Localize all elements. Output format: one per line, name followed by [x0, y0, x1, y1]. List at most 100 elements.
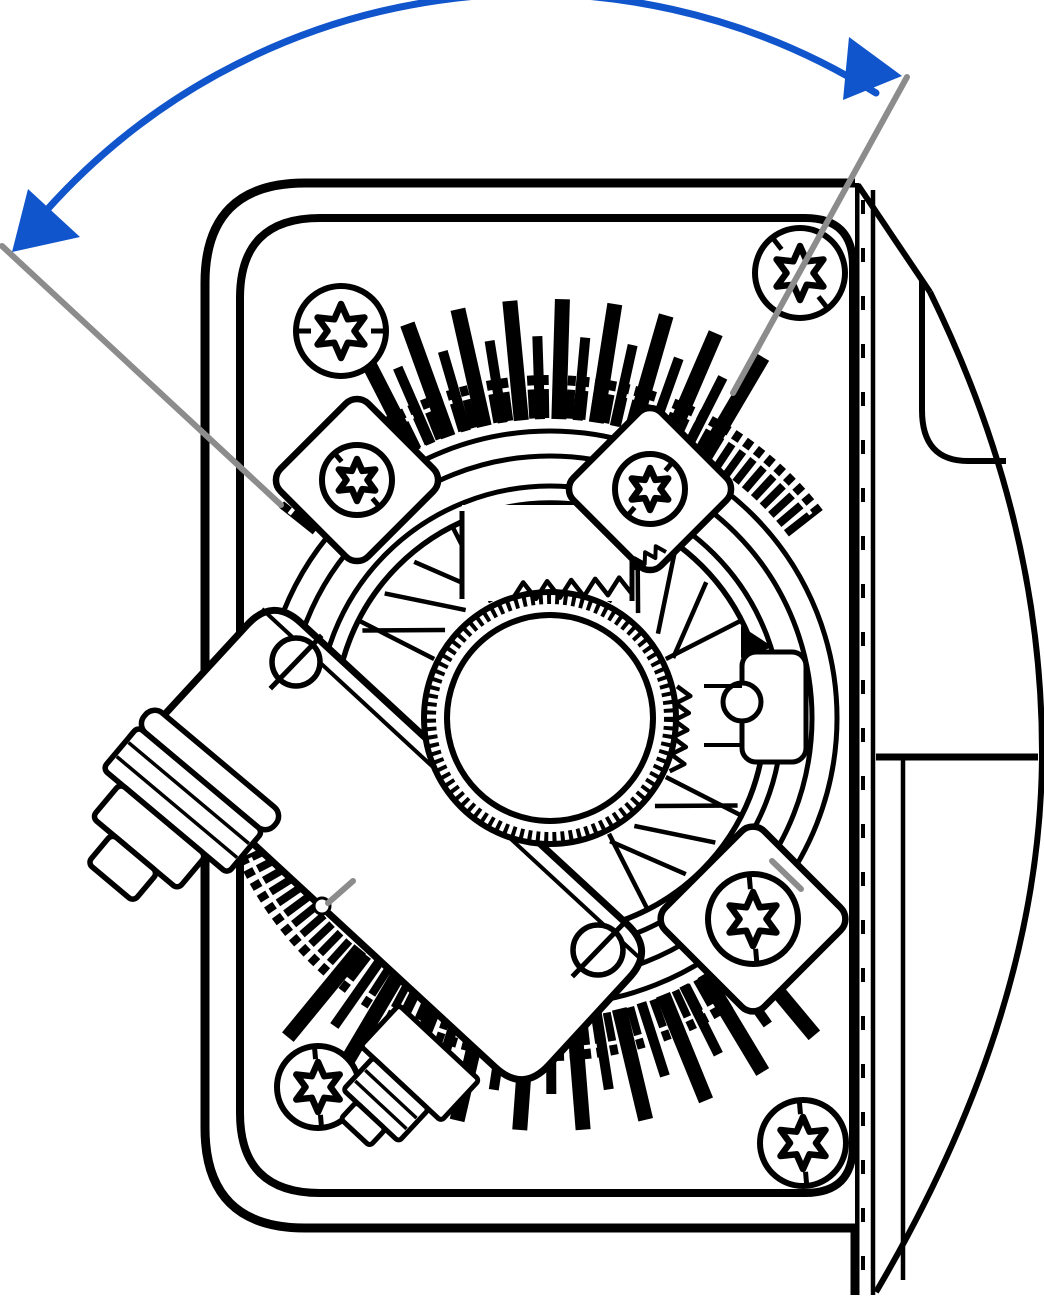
- detent-notch: [720, 680, 764, 724]
- rotation-arrowhead-icon: [12, 189, 80, 252]
- clamp-serration-top: [510, 575, 634, 602]
- cable-gland: [87, 707, 282, 902]
- strip-end-clamp: [339, 1004, 481, 1147]
- screw-slot-line: [663, 462, 674, 473]
- rotation-arc: [41, 0, 880, 216]
- scale-major-tick: [484, 340, 508, 424]
- scale-minor-tick: [279, 501, 318, 535]
- screw-slot-line: [753, 948, 760, 963]
- clamp-pads: [272, 395, 849, 1015]
- cable-gland-bracket: [87, 606, 646, 1147]
- leader-line: [769, 858, 804, 892]
- rotation-arrowhead-icon: [843, 37, 902, 100]
- scale-major-tick: [330, 960, 383, 1029]
- screw-slot-line: [771, 237, 784, 251]
- screw-slot-line: [317, 1114, 324, 1127]
- rotor-hatch-line: [362, 627, 446, 633]
- scale-minor-tick: [776, 493, 815, 528]
- clamp-serration-corner: [632, 544, 667, 571]
- scale-minor-tick: [783, 503, 823, 537]
- scale-major-tick: [697, 970, 770, 1076]
- rotor-hatch-line: [633, 823, 716, 845]
- scale-minor-tick: [307, 929, 344, 967]
- screw-slot-line: [803, 1171, 810, 1185]
- knob-inner-circle: [444, 612, 656, 824]
- scale-major-tick: [532, 336, 546, 420]
- screw-slot-line: [796, 1101, 803, 1115]
- scale-major-tick: [282, 944, 367, 1042]
- scale-minor-tick: [526, 375, 538, 419]
- leader-line: [325, 878, 356, 906]
- scale-major-tick: [611, 1007, 654, 1122]
- leader-line: [730, 74, 910, 396]
- scale-minor-tick: [499, 377, 514, 422]
- scale-minor-tick: [280, 902, 319, 937]
- scale-major-tick: [437, 349, 471, 433]
- scale-major-tick: [502, 300, 529, 422]
- leader-line: [0, 243, 284, 508]
- scale-minor-tick: [768, 482, 806, 518]
- hex-facet-line: [127, 741, 250, 845]
- swing-profile-arc: [873, 290, 1044, 1294]
- scale-minor-tick: [693, 977, 722, 1020]
- scale-minor-tick: [317, 938, 353, 976]
- scale-minor-tick: [601, 380, 618, 424]
- hole-slot-slash: [268, 633, 324, 691]
- scale-major-tick: [588, 302, 623, 424]
- scale-minor-tick: [485, 379, 502, 424]
- side-tab-contour: [919, 280, 1006, 464]
- torx-star-recess-icon: [293, 1058, 343, 1116]
- rotor-hatch-line: [609, 839, 687, 877]
- scale-major-tick: [656, 992, 713, 1104]
- torx-star-recess-icon: [628, 464, 672, 514]
- scale-minor-tick: [712, 430, 744, 471]
- rotor-spoke-line: [664, 619, 741, 661]
- scale-major-tick: [591, 1012, 614, 1091]
- knurled-knob: [421, 544, 693, 847]
- rotor-spoke-line: [359, 619, 436, 661]
- scale-minor-tick: [671, 988, 697, 1032]
- hex-facet-line: [354, 1079, 408, 1131]
- knob-knurl-teeth: [426, 594, 674, 842]
- scale-major-tick: [393, 365, 436, 446]
- scale-minor-tick: [288, 912, 327, 947]
- leader-lines: [0, 74, 910, 906]
- scale-minor-tick: [338, 953, 371, 993]
- scale-minor-tick: [360, 968, 391, 1009]
- scale-minor-tick: [459, 385, 478, 429]
- detent-wedge: [741, 626, 773, 658]
- scale-minor-tick: [271, 893, 312, 926]
- scale-minor-tick: [298, 921, 335, 957]
- torx-star-recess-icon: [777, 1113, 829, 1173]
- rotation-range-arrow: [12, 0, 902, 252]
- scale-minor-tick: [759, 473, 796, 510]
- rotor-hatch-line: [654, 803, 738, 809]
- rotor-spoke-line: [607, 832, 649, 909]
- strip-end-clamp-piece: [339, 1101, 387, 1147]
- cable-gland-piece: [87, 833, 159, 902]
- scale-major-tick: [609, 343, 638, 428]
- scale-minor-tick: [540, 374, 550, 419]
- screw-slot-line: [333, 453, 344, 464]
- side-top-bevel: [855, 183, 933, 294]
- scale-minor-tick: [264, 883, 305, 915]
- screw-slot-line: [370, 496, 381, 507]
- ratchet-teeth-right: [668, 684, 693, 774]
- torx-star-recess-icon: [726, 888, 780, 950]
- scale-minor-tick: [626, 1006, 646, 1050]
- scale-minor-tick: [649, 998, 672, 1042]
- scale-major-tick: [400, 321, 456, 440]
- torx-star-recess-icon: [314, 300, 368, 362]
- rotor-hatch-line: [671, 581, 709, 659]
- scale-minor-tick: [750, 463, 786, 501]
- hex-facet-line: [364, 1069, 418, 1120]
- scale-minor-tick: [741, 454, 776, 493]
- screw-slot-line: [312, 1047, 319, 1060]
- scale-minor-tick: [732, 445, 766, 485]
- scale-major-tick: [572, 337, 591, 421]
- scale-major-tick: [695, 353, 770, 465]
- rotor-hatch-line: [655, 552, 677, 635]
- torx-star-recess-icon: [335, 455, 379, 505]
